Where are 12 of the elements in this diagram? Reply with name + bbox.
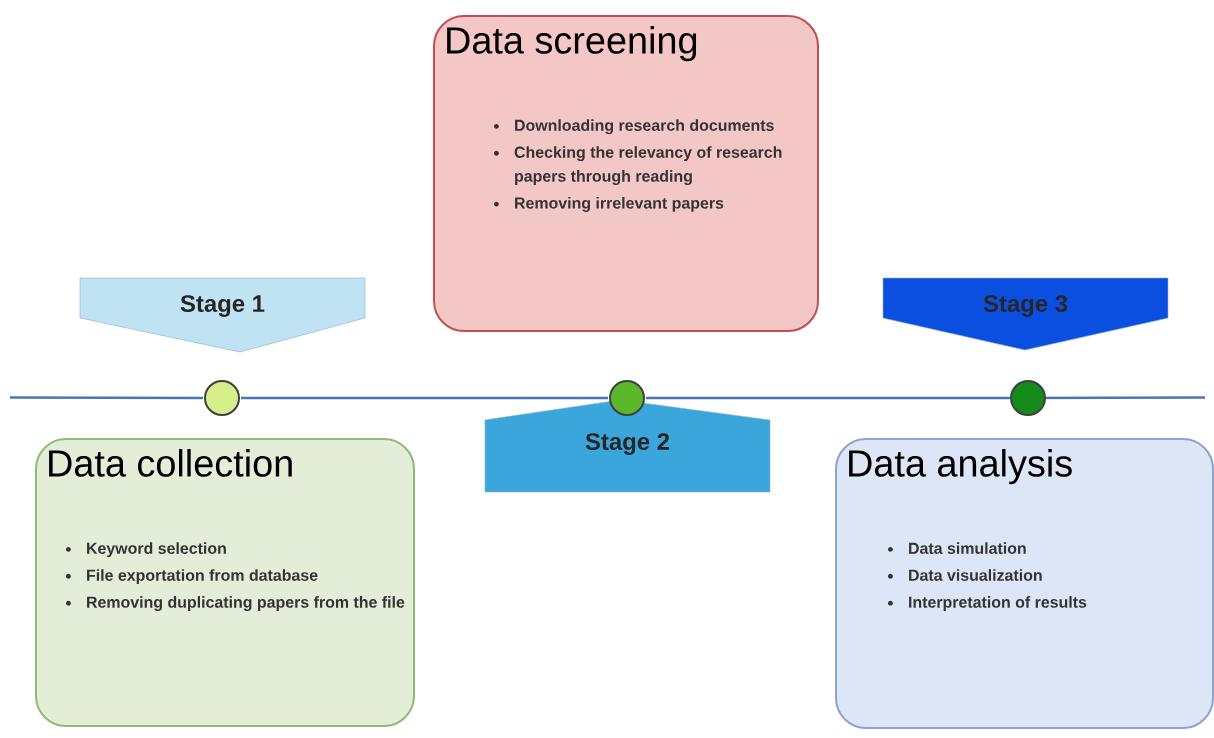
milestone-dot — [609, 380, 645, 416]
timeline — [646, 396, 1009, 400]
stage-pentagon: Stage 2 — [484, 399, 771, 493]
timeline — [241, 396, 608, 400]
timeline — [10, 396, 203, 400]
milestone-dot — [1010, 380, 1046, 416]
stage-box: Data screening Downloading research documents Checking the relevancy of research papers through reading Removing irrelevant papers — [433, 15, 819, 332]
stage-box: Data collection Keyword selection File exportation from database Removing duplicating papers from the file — [35, 438, 415, 727]
stage-box: Data analysis Data simulation Data visualization Interpretation of results — [835, 438, 1214, 729]
stage-pentagon: Stage 3 — [882, 277, 1169, 351]
stage-pentagon: Stage 1 — [79, 277, 366, 353]
milestone-dot — [204, 380, 240, 416]
